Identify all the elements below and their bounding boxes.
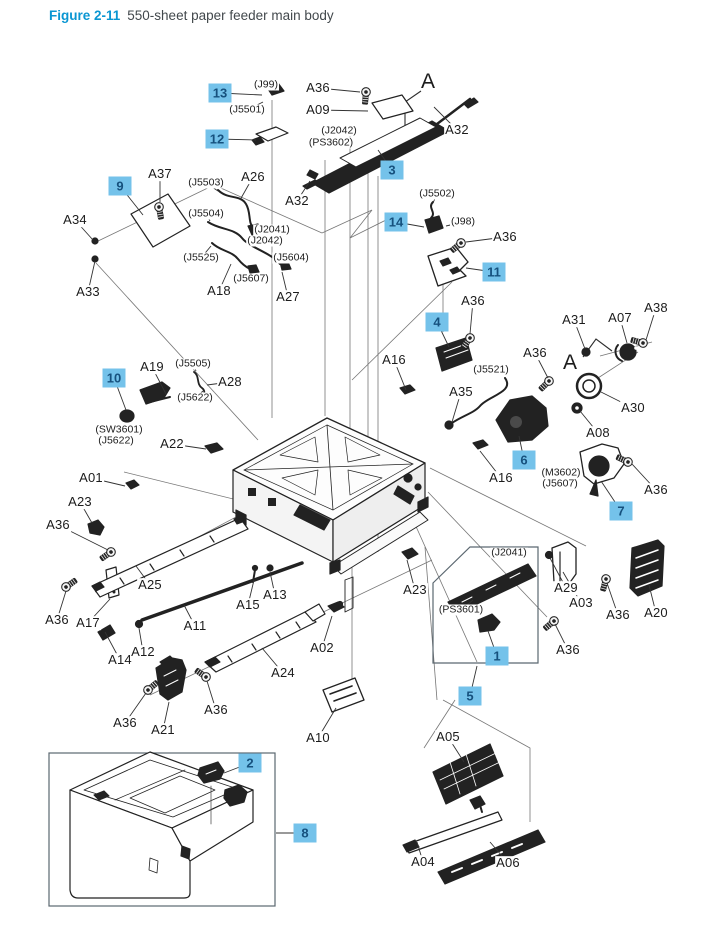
figure-caption: Figure 2-11 550-sheet paper feeder main b… bbox=[49, 8, 334, 23]
frame-outlines bbox=[48, 546, 539, 907]
tray-detail-box bbox=[48, 752, 276, 907]
parts-line-art bbox=[59, 82, 665, 899]
figure-label: Figure 2-11 bbox=[49, 8, 121, 23]
figure-title: 550-sheet paper feeder main body bbox=[127, 8, 334, 23]
